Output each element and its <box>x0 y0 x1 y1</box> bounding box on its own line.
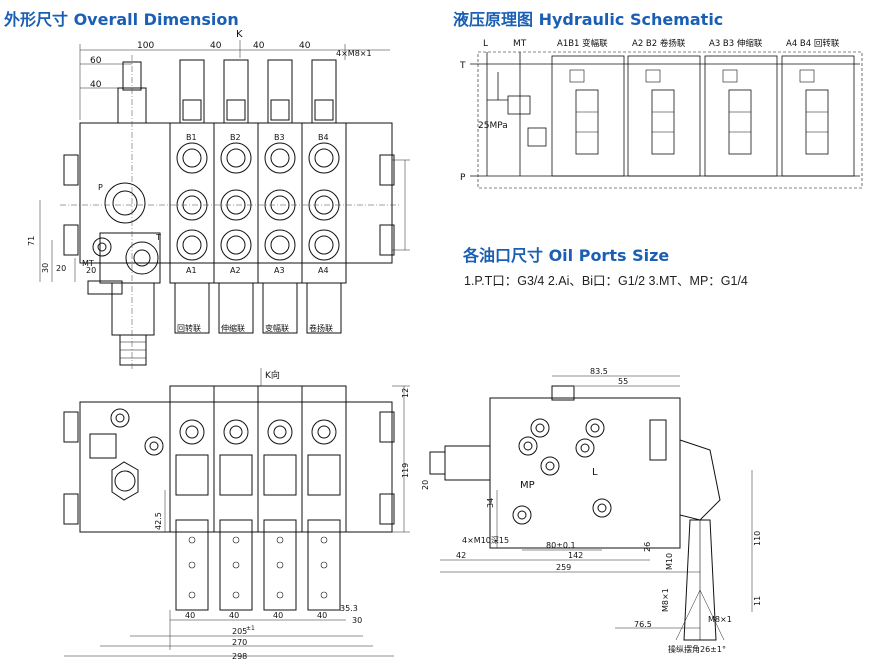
dim-205: 205 <box>232 627 247 636</box>
view-k-label: K <box>236 29 243 40</box>
sch-t-label: T <box>459 61 466 71</box>
dim-40-a: 40 <box>210 41 222 51</box>
port-a1: A1 <box>186 266 197 275</box>
front-section-2 <box>213 385 259 611</box>
hole-note: 4×M10深15 <box>462 536 509 545</box>
dim-30: 30 <box>41 263 50 273</box>
section-label-4: 卷扬联 <box>309 323 333 333</box>
section-label-3: 变幅联 <box>265 323 289 333</box>
port-b1: B1 <box>186 133 197 142</box>
valve-section-4 <box>301 59 347 334</box>
dim-55: 55 <box>618 377 628 386</box>
oil-ports-spec: 1.P.T口：G3/4 2.Ai、Bi口：G1/2 3.MT、MP：G1/4 <box>464 274 748 288</box>
dim-20-side: 20 <box>421 480 430 490</box>
dim-tolerance: ±1 <box>246 625 255 632</box>
dim-42: 42 <box>456 551 466 560</box>
dim-40-c: 40 <box>299 41 311 51</box>
dim-11: 11 <box>753 596 762 606</box>
thread-note: 4×M8×1 <box>336 49 372 58</box>
overall-dimension-title: 外形尺寸 Overall Dimension <box>4 10 239 29</box>
port-a3: A3 <box>274 266 285 275</box>
thread-m10: M10 <box>665 553 674 570</box>
front-section-1 <box>169 385 215 611</box>
section-label-1: 回转联 <box>177 323 201 333</box>
thread-m8-b: M8×1 <box>708 615 732 624</box>
view-k-dir: K向 <box>265 369 280 381</box>
dim-110: 110 <box>753 531 762 546</box>
dim-35-3: 35.3 <box>340 604 358 613</box>
dim-b40-2: 40 <box>229 611 239 620</box>
valve-section-3 <box>257 59 303 334</box>
hydraulic-schematic-title: 液压原理图 Hydraulic Schematic <box>453 10 724 29</box>
dim-270: 270 <box>232 638 247 647</box>
dim-26: 26 <box>643 542 652 552</box>
front-section-3 <box>257 385 303 611</box>
section-label-2: 伸缩联 <box>221 323 245 333</box>
port-p-label: P <box>98 183 103 192</box>
sch-section-block-3 <box>704 55 778 177</box>
sch-section-3: A3 B3 伸缩联 <box>709 38 763 49</box>
swing-angle: 操纵摆角26±1° <box>668 644 726 654</box>
port-a2: A2 <box>230 266 241 275</box>
port-mp-label: MP <box>520 480 535 491</box>
top-view: 100 40 40 40 4×M8×1 60 40 K P T MT <box>27 29 410 370</box>
dim-259: 259 <box>556 563 571 572</box>
port-b3: B3 <box>274 133 285 142</box>
sch-section-4: A4 B4 回转联 <box>786 38 840 49</box>
port-a4: A4 <box>318 266 329 275</box>
dim-b40-3: 40 <box>273 611 283 620</box>
dim-20-b: 20 <box>86 266 96 275</box>
sch-section-1: A1B1 变幅联 <box>557 38 608 49</box>
port-b4: B4 <box>318 133 329 142</box>
sch-section-2: A2 B2 卷扬联 <box>632 38 686 49</box>
dim-b40-1: 40 <box>185 611 195 620</box>
port-l-label: L <box>592 467 598 478</box>
sch-section-block-2 <box>627 55 701 177</box>
relief-setting: 25MPa <box>478 121 508 131</box>
front-section-4 <box>301 385 347 611</box>
hydraulic-schematic: L MT T P 25MPa A1B1 变幅联 A2 B2 卷扬联 A3 B3 … <box>459 38 863 189</box>
dim-42-5: 42.5 <box>154 512 163 530</box>
sch-p-label: P <box>460 173 466 183</box>
valve-section-1 <box>169 59 215 334</box>
sch-section-block-1 <box>551 55 625 177</box>
dim-100: 100 <box>137 41 154 51</box>
dim-20-a: 20 <box>56 264 66 273</box>
port-b2: B2 <box>230 133 241 142</box>
dim-60: 60 <box>90 56 102 66</box>
dim-b40-4: 40 <box>317 611 327 620</box>
valve-section-2 <box>213 59 259 334</box>
dim-40-left: 40 <box>90 80 102 90</box>
dim-34: 34 <box>486 498 495 508</box>
front-view: K向 <box>63 368 410 661</box>
dim-80: 80±0.1 <box>546 541 576 550</box>
dim-30-front: 30 <box>352 616 362 625</box>
dim-119: 119 <box>401 463 410 478</box>
side-view: 83.5 55 L MP 34 26 4×M10深15 80±0.1 142 <box>421 367 762 654</box>
dim-298: 298 <box>232 652 247 661</box>
oil-ports-title: 各油口尺寸 Oil Ports Size <box>463 246 670 265</box>
dim-76-5: 76.5 <box>634 620 652 629</box>
port-mt-label: MT <box>82 259 94 268</box>
dim-142: 142 <box>568 551 583 560</box>
sch-section-block-4 <box>781 55 855 177</box>
dim-40-b: 40 <box>253 41 265 51</box>
port-t-label: T <box>155 233 161 242</box>
dim-83-5: 83.5 <box>590 367 608 376</box>
sch-l-label: L <box>483 39 488 49</box>
dim-71: 71 <box>27 236 36 246</box>
thread-m8-a: M8×1 <box>661 588 670 612</box>
sch-mt-label: MT <box>513 39 527 49</box>
dim-12: 12 <box>401 388 410 398</box>
